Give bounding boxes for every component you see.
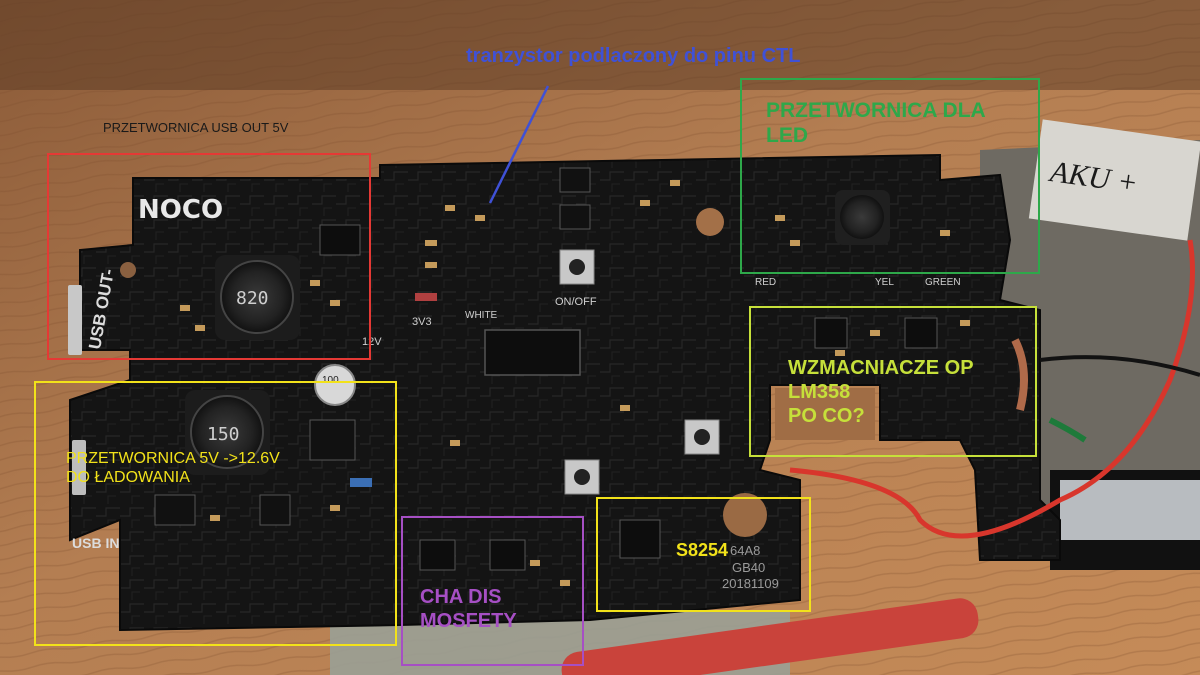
box-charge-converter bbox=[34, 381, 397, 646]
label-mosfets: CHA DIS MOSFETY bbox=[420, 586, 517, 632]
silk-3v3: 3V3 bbox=[412, 316, 432, 328]
ic-opamp-1 bbox=[814, 317, 848, 349]
copper-wires bbox=[1011, 338, 1028, 411]
usb-out-port bbox=[68, 285, 82, 355]
dark-corner bbox=[0, 0, 1200, 90]
ic-s8254 bbox=[619, 519, 661, 559]
ic-small-2 bbox=[259, 494, 291, 526]
tact-switch-2-btn bbox=[694, 429, 710, 445]
box-op-amps bbox=[749, 306, 1037, 457]
black-wire bbox=[1039, 355, 1200, 377]
ic-usb-converter bbox=[319, 224, 361, 256]
inductor-820-core bbox=[220, 260, 294, 334]
ic-top-1 bbox=[559, 167, 591, 193]
green-wire bbox=[1048, 417, 1087, 443]
usb-in-port bbox=[72, 440, 86, 495]
usb-in-mark: USB IN bbox=[72, 535, 119, 551]
inductor-150-core bbox=[190, 395, 264, 469]
ic-mosfet-dis bbox=[489, 539, 526, 571]
label-led-converter: PRZETWORNICA DLA LED bbox=[766, 99, 986, 148]
ic-opamp-2 bbox=[904, 317, 938, 349]
onoff-silk: ON/OFF bbox=[555, 296, 597, 308]
capacitor-100-text: 100 bbox=[322, 375, 339, 386]
box-s8254 bbox=[596, 497, 811, 612]
label-transistor-ctl: tranzystor podlaczony do pinu CTL bbox=[466, 45, 801, 67]
silk-12v: 12V bbox=[362, 336, 382, 348]
transistor-arrow bbox=[488, 85, 550, 204]
label-charge-converter: PRZETWORNICA 5V ->12.6V DO ŁADOWANIA bbox=[66, 450, 280, 487]
ic-top-2 bbox=[559, 204, 591, 230]
label-op-amps: WZMACNIACZE OP LM358 PO CO? bbox=[788, 357, 974, 427]
box-mosfets bbox=[401, 516, 584, 666]
mounting-hole-3 bbox=[120, 262, 136, 278]
box-led-converter bbox=[740, 78, 1040, 274]
smd-components bbox=[180, 180, 970, 586]
diode-zd5 bbox=[350, 478, 372, 487]
chip-code-silk: GB40 bbox=[732, 560, 765, 575]
inductor-820-text: 820 bbox=[236, 288, 269, 309]
mounting-hole-1 bbox=[696, 208, 724, 236]
ic-mosfet-cha bbox=[419, 539, 456, 571]
label-usb-out-converter: PRZETWORNICA USB OUT 5V bbox=[103, 120, 289, 135]
battery-label-tape bbox=[1028, 119, 1200, 241]
red-wire-bottom bbox=[561, 598, 979, 675]
green-led-silk: GREEN bbox=[925, 277, 961, 288]
red-led-silk: RED bbox=[755, 277, 776, 288]
capacitor-100 bbox=[314, 364, 356, 406]
yel-led-silk: YEL bbox=[875, 277, 894, 288]
mounting-hole-2 bbox=[723, 493, 767, 537]
white-led-silk: WHITE bbox=[465, 310, 498, 321]
main-mcu bbox=[484, 329, 581, 376]
chip-date-silk: 20181109 bbox=[722, 576, 779, 591]
ic-charge-converter bbox=[309, 419, 356, 461]
tact-switch-onoff-btn bbox=[569, 259, 585, 275]
pcb-cutout bbox=[775, 388, 875, 440]
diode-zd2 bbox=[415, 293, 437, 301]
inductor-150-text: 150 bbox=[207, 424, 240, 445]
tact-switch-3-btn bbox=[574, 469, 590, 485]
label-s8254: S8254 bbox=[676, 540, 729, 560]
brand-logo: NOCO bbox=[138, 195, 223, 225]
inductor-led-core bbox=[840, 195, 884, 239]
chip-id-silk: 64A8 bbox=[730, 543, 760, 558]
red-wire bbox=[789, 239, 1195, 539]
box-usb-out-converter bbox=[47, 153, 371, 360]
ic-small-1 bbox=[154, 494, 196, 526]
